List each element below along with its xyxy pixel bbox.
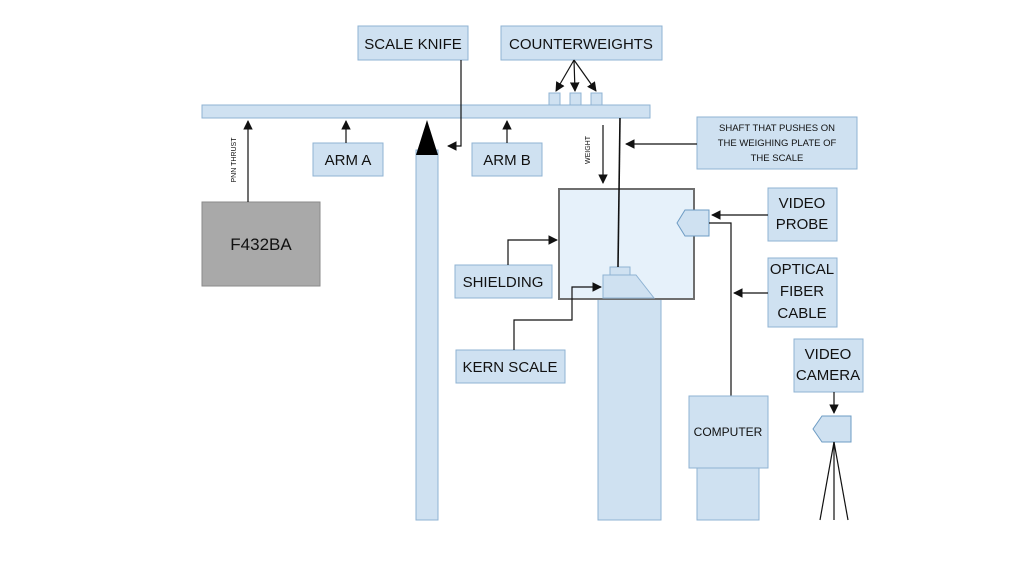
video-probe-label-line2: PROBE xyxy=(776,216,829,233)
optical-fiber-label-box xyxy=(767,257,838,328)
arm-b-label: ARM B xyxy=(483,152,531,169)
counterweight-block xyxy=(590,92,603,106)
kern-scale-column xyxy=(597,297,662,521)
shaft-label-line1: SHAFT THAT PUSHES ON xyxy=(719,123,835,134)
shaft-label-box xyxy=(696,116,858,170)
video-camera xyxy=(812,415,852,443)
computer-label: COMPUTER xyxy=(694,425,763,439)
video-camera-label-box xyxy=(793,338,864,393)
shielding-label-box xyxy=(454,264,553,299)
video-probe-label-line1: VIDEO xyxy=(779,195,826,212)
shielding-label: SHIELDING xyxy=(463,274,544,291)
shaft-label-line2: THE WEIGHING PLATE OF xyxy=(718,138,837,149)
arm-a-box xyxy=(312,142,384,177)
shielding-arrow xyxy=(507,235,558,265)
video-camera-label-line1: VIDEO xyxy=(805,346,852,363)
kern-scale-arrow xyxy=(513,282,602,350)
counterweight-block xyxy=(548,92,561,106)
video-probe xyxy=(676,209,710,237)
shaft-label-line3: THE SCALE xyxy=(751,153,804,164)
computer-base xyxy=(696,467,760,521)
counterweights-arrow xyxy=(573,59,597,92)
counterweights-label-box xyxy=(500,25,663,61)
balance-beam xyxy=(201,104,651,119)
kern-scale-label-box xyxy=(455,349,566,384)
counterweights-arrow xyxy=(555,59,575,92)
optical-fiber-cable xyxy=(709,222,732,396)
weight-label: WEIGHT xyxy=(585,135,592,164)
kern-scale-label: KERN SCALE xyxy=(462,359,557,376)
arm-b-box xyxy=(471,142,543,177)
counterweights-label: COUNTERWEIGHTS xyxy=(509,36,653,53)
scale-knife-label: SCALE KNIFE xyxy=(364,36,462,53)
video-probe-label-box xyxy=(767,187,838,242)
tripod-leg xyxy=(833,441,849,521)
counterweight-block xyxy=(569,92,582,106)
tripod-leg xyxy=(819,441,835,521)
shaft xyxy=(617,117,621,268)
scale-knife-label-box xyxy=(357,25,469,61)
knife-pillar xyxy=(415,149,439,521)
pnn-thrust-label: PNN THRUST xyxy=(231,137,238,183)
optical-fiber-label-line3: CABLE xyxy=(777,305,826,322)
optical-fiber-label-line2: FIBER xyxy=(780,283,824,300)
thruster-label: F432BA xyxy=(230,235,292,254)
weighing-pan xyxy=(609,266,631,276)
scale-knife-leader xyxy=(447,60,462,151)
computer xyxy=(688,395,769,469)
knife-edge xyxy=(416,120,438,155)
video-camera-label-line2: CAMERA xyxy=(796,367,860,384)
optical-fiber-label-line1: OPTICAL xyxy=(770,261,834,278)
arm-a-label: ARM A xyxy=(325,152,372,169)
thruster xyxy=(201,201,321,287)
counterweights-arrow xyxy=(569,59,580,92)
